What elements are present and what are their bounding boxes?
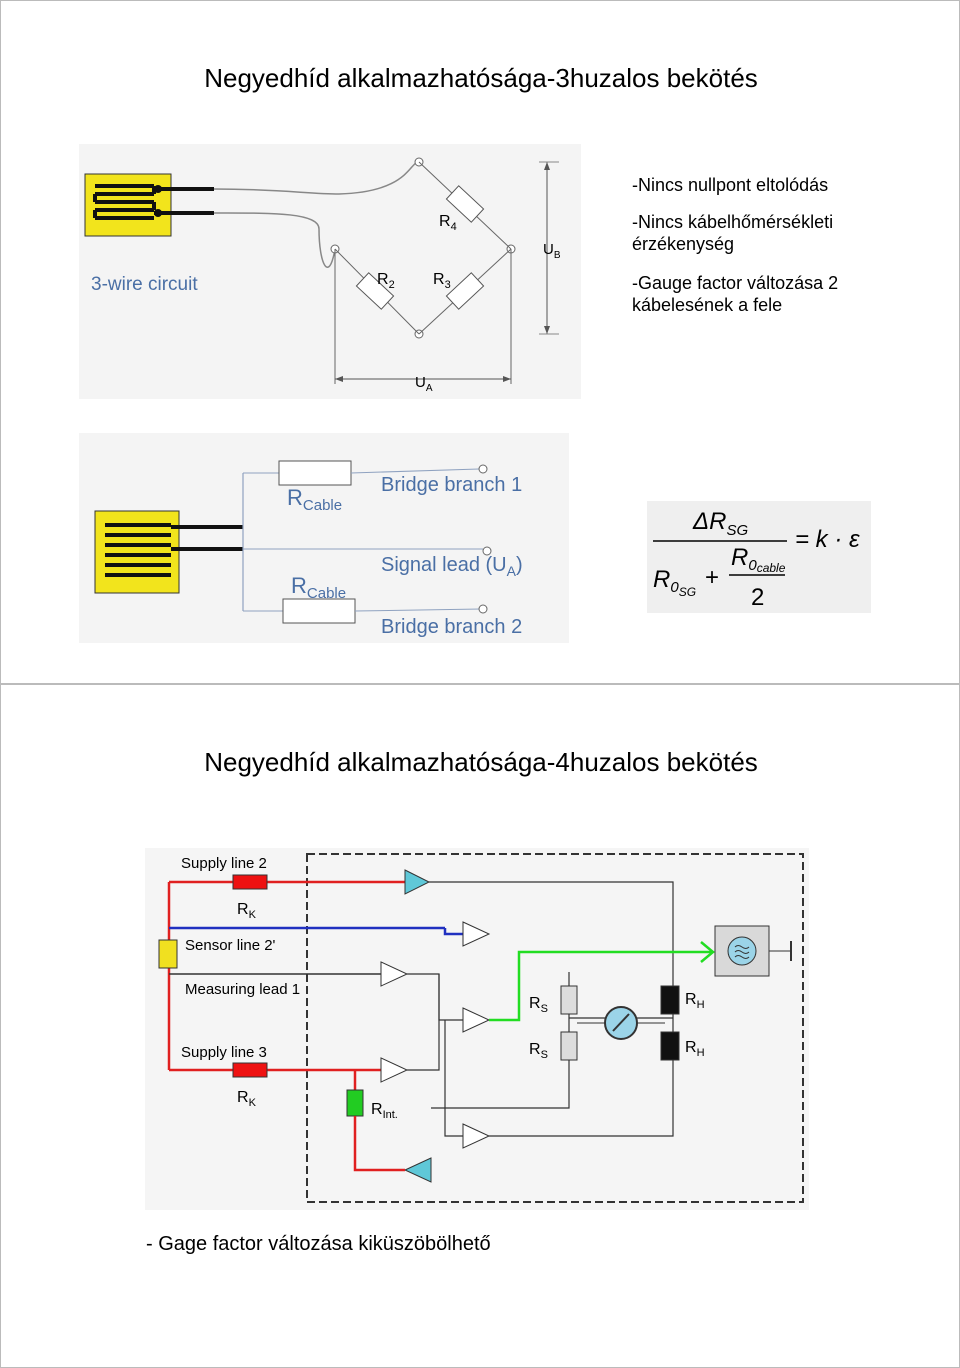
rh-top-resistor: [660, 985, 680, 1015]
rk-top-label: RK: [237, 901, 257, 921]
ua-label: UA: [415, 374, 433, 394]
bullet-3: -Gauge factor változása 2 kábelesének a …: [632, 273, 839, 315]
formula-r0sg: R0SG: [653, 566, 696, 599]
rint-resistor: [346, 1089, 364, 1117]
rs-top-resistor: [560, 985, 578, 1015]
signal-lead-label: Signal lead (UA): [381, 554, 523, 579]
amplifier-icon: [380, 1057, 409, 1083]
strain-gauge-icon: [94, 510, 180, 594]
sensor-line-label: Sensor line 2': [185, 937, 276, 954]
slide-1-title: Negyedhíd alkalmazhatósága-3huzalos bekö…: [204, 63, 758, 93]
rk-top-resistor: [232, 874, 268, 890]
three-wire-caption: 3-wire circuit: [91, 274, 198, 295]
rh-bottom-resistor: [660, 1031, 680, 1061]
rk-bottom-resistor: [232, 1062, 268, 1078]
supply-line-2-label: Supply line 2: [181, 855, 267, 872]
r3-label: R3: [433, 271, 451, 291]
formula-rhs: = k · ε: [795, 526, 860, 553]
rcable-bottom-label: RCable: [291, 573, 346, 602]
bridge-branch-1-label: Bridge branch 1: [381, 474, 522, 496]
strain-gauge-icon: [84, 173, 172, 237]
r2-label: R2: [377, 271, 395, 291]
rh-bottom-label: RH: [685, 1039, 705, 1059]
measuring-lead-label: Measuring lead 1: [185, 981, 300, 998]
page-2: Negyedhíd alkalmazhatósága-4huzalos bekö…: [0, 684, 960, 1368]
rs-bottom-resistor: [560, 1031, 578, 1061]
rint-label: RInt.: [371, 1101, 398, 1121]
bullet-1: -Nincs nullpont eltolódás: [632, 175, 829, 195]
amplifier-icon: [380, 961, 409, 987]
supply-line-3-label: Supply line 3: [181, 1044, 267, 1061]
rk-bottom-label: RK: [237, 1089, 257, 1109]
bridge-branch-2-label: Bridge branch 2: [381, 616, 522, 638]
rcable-top-label: RCable: [287, 485, 342, 514]
rh-top-label: RH: [685, 991, 705, 1011]
page-1: Negyedhíd alkalmazhatósága-3huzalos bekö…: [0, 0, 960, 684]
amplifier-icon: [403, 1157, 432, 1183]
rs-bottom-label: RS: [529, 1041, 548, 1061]
four-wire-circuit-diagram: Supply line 2 RK Sensor line 2' Measurin…: [145, 848, 809, 1210]
slide-2-footer: - Gage factor változása kiküszöbölhető: [146, 1233, 491, 1255]
formula-r0cable: R0cable: [731, 544, 786, 575]
strain-gauge-yellow: [158, 939, 178, 969]
slide-2-title: Negyedhíd alkalmazhatósága-4huzalos bekö…: [204, 747, 758, 777]
formula-two: 2: [751, 584, 764, 611]
r4-label: R4: [439, 213, 457, 233]
formula-numerator: ΔRSG: [692, 508, 748, 539]
bullet-2: -Nincs kábelhőmérsékleti érzékenység: [632, 212, 834, 254]
three-wire-circuit-diagram: 3-wire circuit R4 R2 R3 UB UA: [79, 144, 581, 399]
amplifier-icon: [462, 921, 491, 947]
ub-label: UB: [543, 241, 561, 261]
cable-branch-diagram: RCable RCable Bridge branch 1 Signal lea…: [79, 433, 569, 643]
formula-plus: +: [705, 564, 719, 591]
rs-top-label: RS: [529, 995, 548, 1015]
gauge-factor-formula: ΔRSG = k · ε R0SG + R0cable 2: [647, 501, 871, 613]
